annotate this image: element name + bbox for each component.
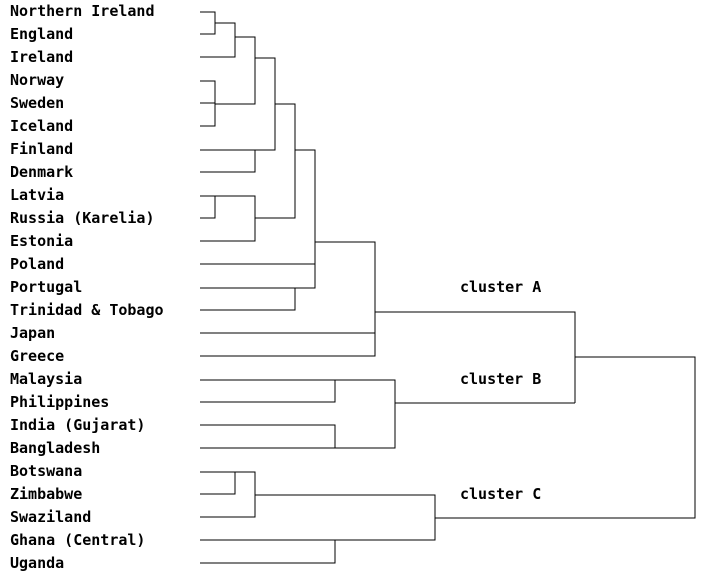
leaf-label-finland: Finland bbox=[10, 140, 73, 158]
leaf-label-greece: Greece bbox=[10, 347, 64, 365]
branch-cluster-c bbox=[255, 494, 436, 541]
branch-cluster-a bbox=[200, 241, 376, 357]
leaf-label-iceland: Iceland bbox=[10, 117, 73, 135]
leaf-label-england: England bbox=[10, 25, 73, 43]
branch-nordic-join bbox=[255, 57, 276, 151]
leaf-label-ireland: Ireland bbox=[10, 48, 73, 66]
branch-norway-sweden bbox=[200, 80, 216, 104]
leaf-label-ghana-central: Ghana (Central) bbox=[10, 531, 145, 549]
leaf-label-russia-karelia: Russia (Karelia) bbox=[10, 209, 155, 227]
leaf-label-estonia: Estonia bbox=[10, 232, 73, 250]
branch-cluster-b bbox=[335, 379, 575, 449]
branch-malaysia-philippines bbox=[200, 379, 336, 403]
leaf-label-malaysia: Malaysia bbox=[10, 370, 82, 388]
cluster-a-label: cluster A bbox=[460, 278, 541, 296]
leaf-label-bangladesh: Bangladesh bbox=[10, 439, 100, 457]
cluster-labels: cluster A cluster B cluster C bbox=[460, 278, 541, 503]
leaf-label-portugal: Portugal bbox=[10, 278, 82, 296]
cluster-b-label: cluster B bbox=[460, 370, 541, 388]
leaf-label-japan: Japan bbox=[10, 324, 55, 342]
branch-baltic-join bbox=[255, 103, 296, 219]
leaf-label-northern-ireland: Northern Ireland bbox=[10, 2, 155, 20]
branch-isles-scandinavia bbox=[215, 36, 256, 105]
branch-finland-denmark bbox=[200, 149, 256, 173]
branch-botswana-zimbabwe bbox=[200, 471, 236, 495]
leaf-label-india-gujarat: India (Gujarat) bbox=[10, 416, 145, 434]
leaf-label-poland: Poland bbox=[10, 255, 64, 273]
leaf-label-uganda: Uganda bbox=[10, 554, 64, 572]
leaf-label-zimbabwe: Zimbabwe bbox=[10, 485, 82, 503]
leaf-label-denmark: Denmark bbox=[10, 163, 73, 181]
leaf-label-botswana: Botswana bbox=[10, 462, 82, 480]
branch-portugal-trinidad bbox=[200, 287, 296, 311]
branch-with-ireland bbox=[200, 22, 236, 58]
branch-with-poland bbox=[200, 149, 316, 265]
branch-india-bangladesh bbox=[200, 424, 336, 449]
leaf-label-philippines: Philippines bbox=[10, 393, 109, 411]
leaf-label-sweden: Sweden bbox=[10, 94, 64, 112]
branch-root bbox=[435, 356, 696, 519]
branch-ghana-uganda bbox=[200, 539, 336, 564]
leaf-label-latvia: Latvia bbox=[10, 186, 64, 204]
branch-with-iceland bbox=[200, 92, 216, 127]
cluster-c-label: cluster C bbox=[460, 485, 541, 503]
branch-a-b bbox=[375, 311, 576, 403]
dendrogram-branches bbox=[200, 11, 696, 564]
branch-with-portugal bbox=[295, 264, 316, 289]
leaf-label-trinidad-tobago: Trinidad & Tobago bbox=[10, 301, 164, 319]
leaf-label-swaziland: Swaziland bbox=[10, 508, 91, 526]
branch-latvia-russia bbox=[200, 195, 216, 219]
leaf-label-norway: Norway bbox=[10, 71, 64, 89]
leaf-labels: Northern Ireland England Ireland Norway … bbox=[10, 2, 164, 572]
branch-nireland-england bbox=[200, 11, 216, 35]
